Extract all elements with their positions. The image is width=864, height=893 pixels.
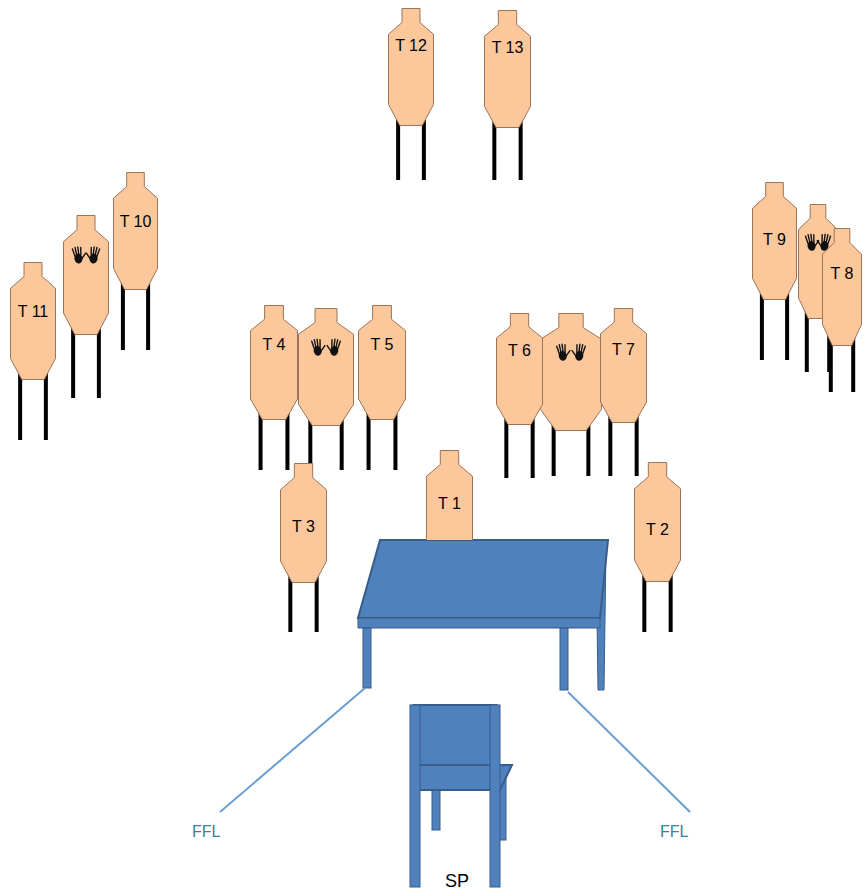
target-number: T 9 — [763, 232, 786, 248]
no-shoot-target — [64, 216, 109, 335]
target-outline — [358, 305, 406, 420]
table — [358, 540, 608, 690]
target-number: T 8 — [831, 266, 854, 282]
fault-lines — [220, 688, 690, 812]
target-outline — [822, 228, 862, 346]
shoot-target: T 10 — [113, 172, 158, 290]
hand-print — [571, 343, 586, 361]
target-outline — [496, 313, 543, 425]
shoot-target: T 7 — [600, 308, 647, 423]
target-number: T 7 — [612, 342, 635, 358]
hand-print — [312, 338, 327, 356]
target-number: T 6 — [508, 343, 531, 359]
shoot-target: T 2 — [634, 462, 681, 582]
shoot-target: T 5 — [358, 305, 406, 420]
target-number: T 11 — [18, 304, 49, 320]
no-shoot-target — [299, 309, 354, 426]
target-outline — [600, 308, 647, 423]
shoot-target: T 1 — [426, 450, 473, 540]
target-outline — [388, 8, 434, 126]
shoot-target: T 12 — [388, 8, 434, 126]
shoot-target: T 13 — [484, 10, 531, 128]
target-outline — [113, 172, 158, 290]
target-outline — [426, 450, 473, 540]
fault-line-label: FFL — [660, 824, 688, 840]
start-position-label: SP — [443, 872, 471, 890]
hand-print — [72, 246, 87, 264]
shoot-target: T 4 — [250, 305, 298, 420]
shoot-target: T 6 — [496, 313, 543, 425]
target-number: T 4 — [263, 337, 286, 353]
hand-print — [557, 343, 572, 361]
shoot-target: T 8 — [822, 228, 862, 346]
hand-print — [85, 246, 100, 264]
no-shoot-targets — [64, 205, 838, 431]
fault-line-label: FFL — [192, 824, 220, 840]
target-number: T 1 — [438, 496, 461, 512]
target-number: T 13 — [492, 40, 524, 56]
target-number: T 10 — [120, 214, 152, 230]
shoot-target: T 9 — [752, 182, 797, 300]
target-outline — [484, 10, 531, 128]
target-number: T 3 — [292, 519, 315, 535]
target-outline — [10, 262, 56, 380]
target-number: T 2 — [646, 522, 669, 538]
shoot-target: T 11 — [10, 262, 56, 380]
shoot-target: T 3 — [280, 463, 327, 583]
no-shoot-target — [541, 314, 602, 431]
chair — [410, 705, 512, 887]
target-legs — [20, 114, 853, 632]
hand-print — [326, 338, 341, 356]
target-number: T 12 — [395, 38, 427, 54]
target-outline — [250, 305, 298, 420]
target-number: T 5 — [371, 337, 394, 353]
